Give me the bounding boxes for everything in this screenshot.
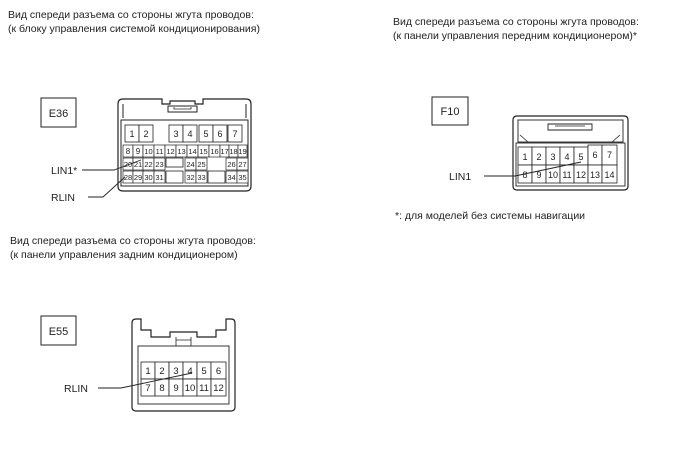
e36-code-label: E36 bbox=[49, 108, 69, 120]
e36-pin: 6 bbox=[217, 129, 222, 139]
e36-pin-row-4: 28 29 30 31 32 33 34 35 bbox=[122, 170, 249, 184]
e36-pin: 4 bbox=[187, 129, 192, 139]
f10-code-label: F10 bbox=[441, 106, 460, 118]
f10-pin: 12 bbox=[576, 170, 586, 180]
e36-pin: 16 bbox=[210, 147, 218, 156]
e36-pin: 5 bbox=[203, 129, 208, 139]
f10-pin: 8 bbox=[522, 170, 527, 180]
e55-pin: 11 bbox=[199, 383, 209, 394]
e55-pin: 12 bbox=[213, 383, 224, 394]
e55-pin: 8 bbox=[159, 383, 164, 394]
e36-caption-line1: Вид спереди разъема со стороны жгута про… bbox=[8, 9, 254, 21]
e36-pin: 7 bbox=[232, 129, 237, 139]
e36-pin: 3 bbox=[173, 129, 178, 139]
e36-pin: 35 bbox=[238, 173, 246, 182]
e55-pin: 7 bbox=[145, 383, 150, 394]
e36-pin: 15 bbox=[199, 147, 207, 156]
e55-rlin-leader bbox=[98, 372, 193, 389]
f10-pin: 2 bbox=[536, 152, 541, 162]
e55-pin: 4 bbox=[187, 366, 192, 377]
e36-pin: 28 bbox=[124, 173, 132, 182]
e55-pin: 5 bbox=[201, 366, 206, 377]
f10-caption-line1: Вид спереди разъема со стороны жгута про… bbox=[393, 16, 639, 28]
f10-pin: 13 bbox=[590, 170, 600, 180]
f10-pin: 7 bbox=[607, 150, 612, 160]
e55-pin: 2 bbox=[159, 366, 164, 377]
e36-caption-line2: (к блоку управления системой кондиционир… bbox=[8, 23, 260, 35]
e36-pin: 33 bbox=[197, 173, 205, 182]
e36-pin: 24 bbox=[186, 160, 194, 169]
e36-pin: 12 bbox=[166, 147, 174, 156]
e55-connector: E55 1 2 3 4 5 6 7 8 bbox=[40, 315, 236, 412]
f10-lin1-leader bbox=[484, 161, 582, 177]
e55-code-box bbox=[40, 315, 77, 346]
f10-pin: 11 bbox=[562, 170, 571, 180]
f10-pin: 10 bbox=[548, 170, 558, 180]
e36-lin1-label: LIN1* bbox=[51, 165, 77, 177]
e36-rlin-label: RLIN bbox=[51, 192, 75, 204]
e36-rlin-leader bbox=[88, 176, 126, 198]
e36-pin: 27 bbox=[238, 160, 246, 169]
e36-pin: 32 bbox=[186, 173, 194, 182]
f10-pin-row-2: 8 9 10 11 12 13 14 bbox=[517, 164, 618, 184]
e36-pin: 30 bbox=[144, 173, 152, 182]
e36-pin: 19 bbox=[238, 147, 246, 156]
e36-pin: 17 bbox=[220, 147, 228, 156]
f10-pin-row-1: 1 2 3 4 5 6 7 bbox=[517, 144, 618, 166]
e36-pin: 34 bbox=[227, 173, 235, 182]
e36-pin: 21 bbox=[134, 160, 142, 169]
e36-pin: 25 bbox=[197, 160, 205, 169]
e36-pin: 26 bbox=[227, 160, 235, 169]
e36-code-box bbox=[40, 97, 77, 128]
e36-pin: 1 bbox=[129, 129, 134, 139]
f10-pin: 1 bbox=[522, 152, 527, 162]
e36-pin: 13 bbox=[177, 147, 185, 156]
f10-lin1-label: LIN1 bbox=[449, 171, 471, 183]
e55-rlin-label: RLIN bbox=[64, 383, 88, 395]
e36-pin: 11 bbox=[156, 147, 164, 156]
f10-pin: 5 bbox=[578, 152, 583, 162]
e36-pin: 23 bbox=[155, 160, 163, 169]
f10-pin: 9 bbox=[536, 170, 541, 180]
e36-pin-row-2: 8 9 10 11 12 13 14 15 16 17 18 bbox=[122, 144, 248, 158]
e36-pin: 18 bbox=[229, 147, 237, 156]
f10-connector: F10 1 2 3 4 5 6 7 bbox=[431, 96, 629, 191]
e55-code-label: E55 bbox=[49, 326, 69, 338]
f10-code-box bbox=[431, 96, 469, 126]
e36-pin: 8 bbox=[126, 147, 131, 156]
e55-pin: 6 bbox=[216, 366, 221, 377]
e55-caption-line1: Вид спереди разъема со стороны жгута про… bbox=[10, 235, 256, 247]
e55-pin: 9 bbox=[173, 383, 178, 394]
f10-pin: 14 bbox=[604, 170, 614, 180]
e36-pin: 29 bbox=[134, 173, 142, 182]
e36-pin: 10 bbox=[144, 147, 152, 156]
e36-pin: 31 bbox=[155, 173, 163, 182]
e36-pin: 9 bbox=[136, 147, 141, 156]
e55-pin: 10 bbox=[185, 383, 196, 394]
f10-pin: 3 bbox=[550, 152, 555, 162]
e36-connector: E36 1 2 3 4 5 bbox=[40, 97, 252, 204]
e55-pin-row-2: 7 8 9 10 11 12 bbox=[140, 378, 227, 397]
e55-pin-row-1: 1 2 3 4 5 6 bbox=[140, 361, 227, 380]
e36-pin: 2 bbox=[143, 129, 148, 139]
f10-caption-line2: (к панели управления передним кондиционе… bbox=[393, 30, 637, 42]
e55-pin: 3 bbox=[173, 366, 178, 377]
e36-pin: 14 bbox=[188, 147, 196, 156]
e36-pin: 22 bbox=[144, 160, 152, 169]
e36-pin-row-1: 1 2 3 4 5 6 7 bbox=[124, 124, 243, 143]
e36-pin-row-3: 20 21 22 23 24 25 26 27 bbox=[122, 157, 249, 171]
e55-caption-line2: (к панели управления задним кондиционеро… bbox=[10, 249, 238, 261]
f10-pin: 6 bbox=[592, 150, 597, 160]
f10-pin: 4 bbox=[564, 152, 569, 162]
navigation-footnote: *: для моделей без системы навигации bbox=[395, 210, 586, 222]
e36-lin1-leader bbox=[82, 159, 142, 171]
e55-pin: 1 bbox=[145, 366, 150, 377]
